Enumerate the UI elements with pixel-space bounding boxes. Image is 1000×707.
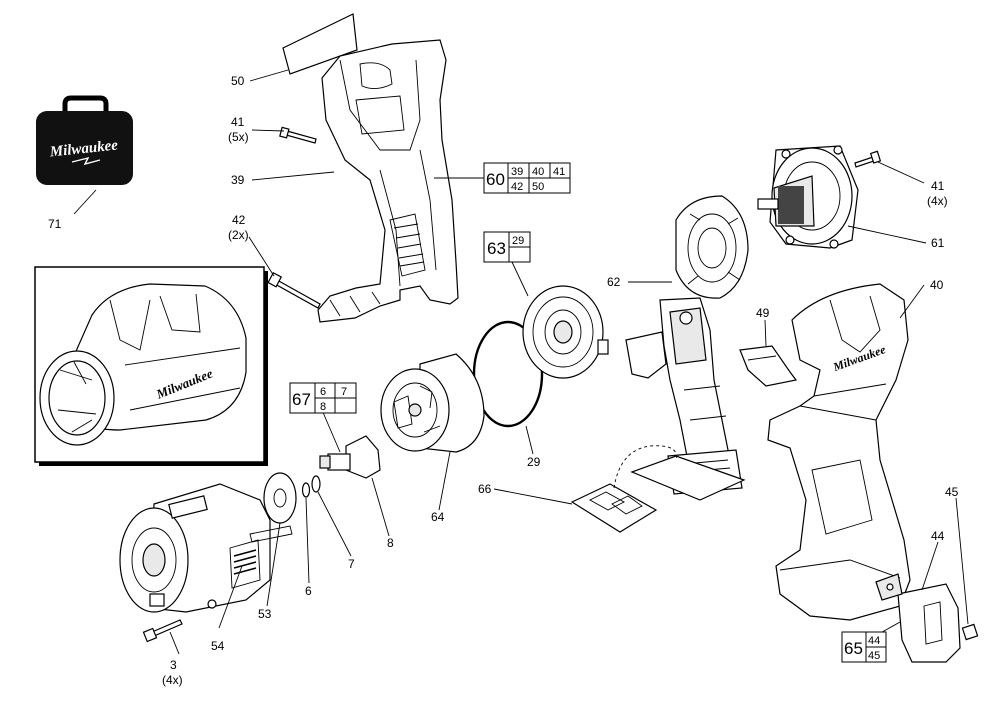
part-41-screw-right [854, 150, 882, 168]
case-logo-text: Milwaukee [48, 137, 119, 160]
label-part-49: 49 [756, 306, 770, 320]
kit-65-item-1: 44 [868, 635, 880, 647]
label-part-39: 39 [231, 173, 245, 187]
leader-lines [73, 69, 969, 655]
kit-box-60: 60 39 40 41 42 50 [483, 162, 571, 194]
label-part-8: 8 [387, 536, 394, 550]
label-part-3-qty: (4x) [162, 673, 183, 687]
label-part-3: 3 [170, 658, 177, 672]
part-44-belt-clip [875, 573, 961, 663]
label-part-44: 44 [931, 529, 945, 543]
label-part-40: 40 [930, 278, 944, 292]
part-63-bearing-plate [522, 285, 609, 379]
part-50-label-strip [282, 13, 358, 75]
kit-60-item-1: 39 [511, 166, 523, 178]
label-part-41-right-qty: (4x) [927, 194, 948, 208]
kit-67-item-1: 6 [320, 386, 326, 398]
label-part-42-qty: (2x) [228, 228, 249, 242]
label-part-61: 61 [931, 236, 945, 250]
part-stator-ring [675, 195, 749, 299]
label-part-41-left-qty: (5x) [228, 130, 249, 144]
label-part-62: 62 [607, 275, 621, 289]
part-71-carry-case: Milwaukee [36, 95, 133, 185]
kit-65-item-2: 45 [868, 650, 880, 662]
kit-63-number: 63 [487, 239, 506, 258]
kit-box-63: 63 29 [483, 231, 531, 263]
part-53-washer-large [263, 472, 297, 524]
kit-67-item-3: 8 [320, 401, 326, 413]
label-part-71: 71 [48, 217, 62, 231]
kit-60-item-5: 50 [532, 181, 544, 193]
kit-65-number: 65 [844, 639, 863, 658]
label-part-29: 29 [527, 455, 541, 469]
part-41-screw-left [279, 126, 317, 144]
part-66-circuit-board [570, 445, 746, 533]
kit-box-67: 67 6 7 8 [289, 382, 357, 414]
label-part-41-left: 41 [231, 115, 245, 129]
part-64-hammer [380, 353, 485, 453]
part-6-ring [301, 482, 311, 498]
kit-60-item-3: 41 [553, 166, 565, 178]
kit-60-item-4: 42 [511, 181, 523, 193]
label-part-42: 42 [232, 213, 246, 227]
label-part-41-right: 41 [931, 179, 945, 193]
part-42-long-screw [267, 272, 321, 309]
kit-60-number: 60 [486, 170, 505, 189]
label-part-45: 45 [945, 485, 959, 499]
part-7-washer-small [311, 475, 321, 493]
part-3-screw [142, 619, 183, 643]
part-40-housing-half: Milwaukee [767, 283, 911, 621]
kit-67-item-2: 7 [341, 386, 347, 398]
part-49-led-module [739, 345, 798, 387]
kit-box-65: 65 44 45 [841, 631, 887, 663]
label-part-7: 7 [348, 557, 355, 571]
boot-inset: Milwaukee [34, 266, 268, 466]
kit-63-item-1: 29 [512, 235, 524, 247]
part-8-anvil [319, 435, 381, 479]
label-part-53: 53 [258, 607, 272, 621]
label-part-66: 66 [478, 482, 492, 496]
label-part-54: 54 [211, 639, 225, 653]
part-61-motor-rotor [757, 145, 859, 249]
gear-case-front [119, 483, 293, 613]
part-29-o-ring [472, 320, 544, 428]
label-part-50: 50 [231, 74, 245, 88]
part-39-housing-half [317, 39, 459, 323]
kit-60-item-2: 40 [532, 166, 544, 178]
callout-labels: 50 41 (5x) 39 42 (2x) 71 41 (4x) 61 62 4… [48, 74, 959, 687]
part-45-clip-screw [961, 623, 979, 641]
label-part-6: 6 [305, 584, 312, 598]
kit-67-number: 67 [292, 390, 311, 409]
label-part-64: 64 [431, 510, 445, 524]
